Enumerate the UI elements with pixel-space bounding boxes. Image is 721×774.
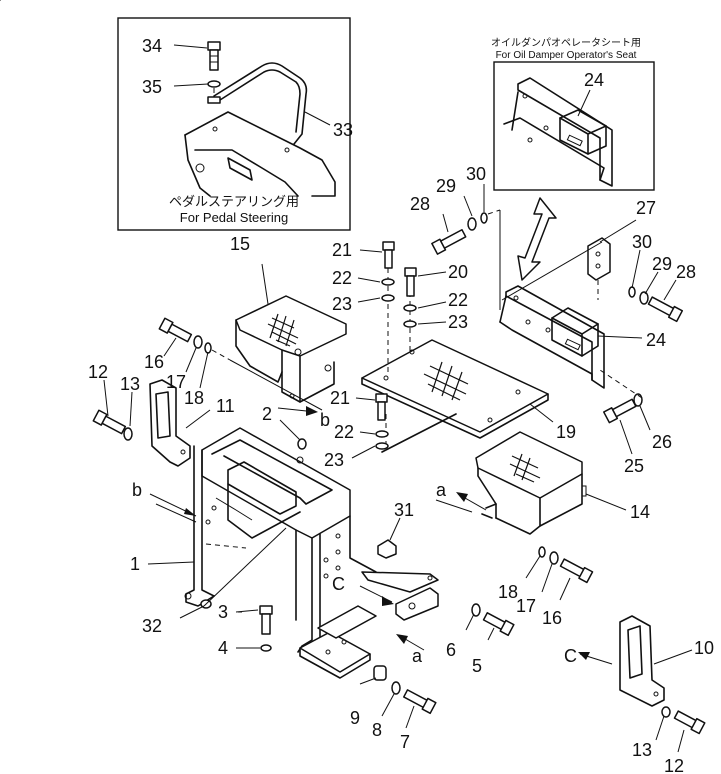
callout-25: 25 [624,456,644,476]
inset-oil-damper: オイルダンパオペレータシート用 For Oil Damper Operator'… [491,36,655,191]
callout-13-left: 13 [120,374,140,394]
callout-6: 6 [446,640,456,660]
callout-24-inset: 24 [584,70,604,90]
inset-oil-caption-en: For Oil Damper Operator's Seat [496,50,637,61]
callout-3: 3 [218,602,228,622]
callout-1: 1 [130,554,140,574]
view-ref-b-mid: b [320,410,330,430]
callout-18-lower: 18 [498,582,518,602]
callout-27: 27 [636,198,656,218]
handle-11 [149,379,211,467]
inset-pedal-steering: 34 35 33 ペダルステアリング用 For Pedal Steering [117,17,353,231]
double-arrow [517,197,557,281]
view-letters: b b a a C C [132,410,577,666]
callout-12-left: 12 [88,362,108,382]
callout-13-right: 13 [632,740,652,760]
callout-17-lower: 17 [516,596,536,616]
callout-33: 33 [333,120,353,140]
cover-15 [235,263,347,403]
callout-16-left: 16 [144,352,164,372]
callout-9: 9 [350,708,360,728]
callout-11: 11 [216,396,235,416]
callout-14: 14 [630,502,650,522]
callout-35: 35 [142,77,162,97]
washer-35 [207,80,221,88]
callout-22-mid: 22 [448,290,468,310]
inset-oil-caption-jp: オイルダンパオペレータシート用 [491,36,641,49]
callout-23-top: 23 [332,294,352,314]
callout-23-mid: 23 [448,312,468,332]
mesh-19 [423,361,469,401]
view-ref-a-low: a [412,646,423,666]
mesh-14 [509,453,541,483]
callout-29-right: 29 [652,254,672,274]
callout-labels: 1 2 3 4 5 6 7 8 9 10 11 12 13 12 13 14 1… [88,164,714,774]
cover-14 [435,431,627,535]
callout-8: 8 [372,720,382,740]
callout-32: 32 [142,616,162,636]
callout-2: 2 [262,404,272,424]
callout-21-low: 21 [330,388,350,408]
callout-24: 24 [646,330,666,350]
view-ref-c-mid: C [332,574,345,594]
callout-22-top: 22 [332,268,352,288]
callout-26: 26 [652,432,672,452]
inset-pedal-frame [117,17,351,231]
console-1 [147,419,439,679]
callout-23-low: 23 [324,450,344,470]
view-ref-c-right: C [564,646,577,666]
plate-19 [0,0,554,453]
callout-19: 19 [556,422,576,442]
callout-30-right: 30 [632,232,652,252]
callout-12-right: 12 [664,756,684,774]
handle-10 [619,615,706,753]
handle-33 [213,62,308,145]
bolt-34 [207,41,221,71]
callout-10: 10 [694,638,714,658]
callout-5: 5 [472,656,482,676]
callout-4: 4 [218,638,228,658]
callout-31: 31 [394,500,414,520]
view-arrows [149,406,613,665]
callout-16-lower: 16 [542,608,562,628]
callout-30-top: 30 [466,164,486,184]
callout-20: 20 [448,262,468,282]
mesh-15 [267,313,299,347]
callout-22-low: 22 [334,422,354,442]
callout-28-right: 28 [676,262,696,282]
callout-34: 34 [142,36,162,56]
inset-pedal-caption-en: For Pedal Steering [180,210,288,225]
callout-7: 7 [400,732,410,752]
callout-17-left: 17 [166,372,186,392]
hardware-20-23 [351,241,447,459]
view-ref-a-mid: a [436,480,447,500]
view-ref-b-left: b [132,480,142,500]
callout-15: 15 [230,234,250,254]
callout-28-top: 28 [410,194,430,214]
bracket-assembly-24-27 [431,184,684,455]
hardware-left [92,317,323,441]
callout-29-top: 29 [436,176,456,196]
inset-pedal-caption-jp: ペダルステアリング用 [169,194,299,209]
inset-oil-frame [493,61,655,191]
callout-18-left: 18 [184,388,204,408]
callout-21-top: 21 [332,240,352,260]
hardware-lower [235,546,594,729]
